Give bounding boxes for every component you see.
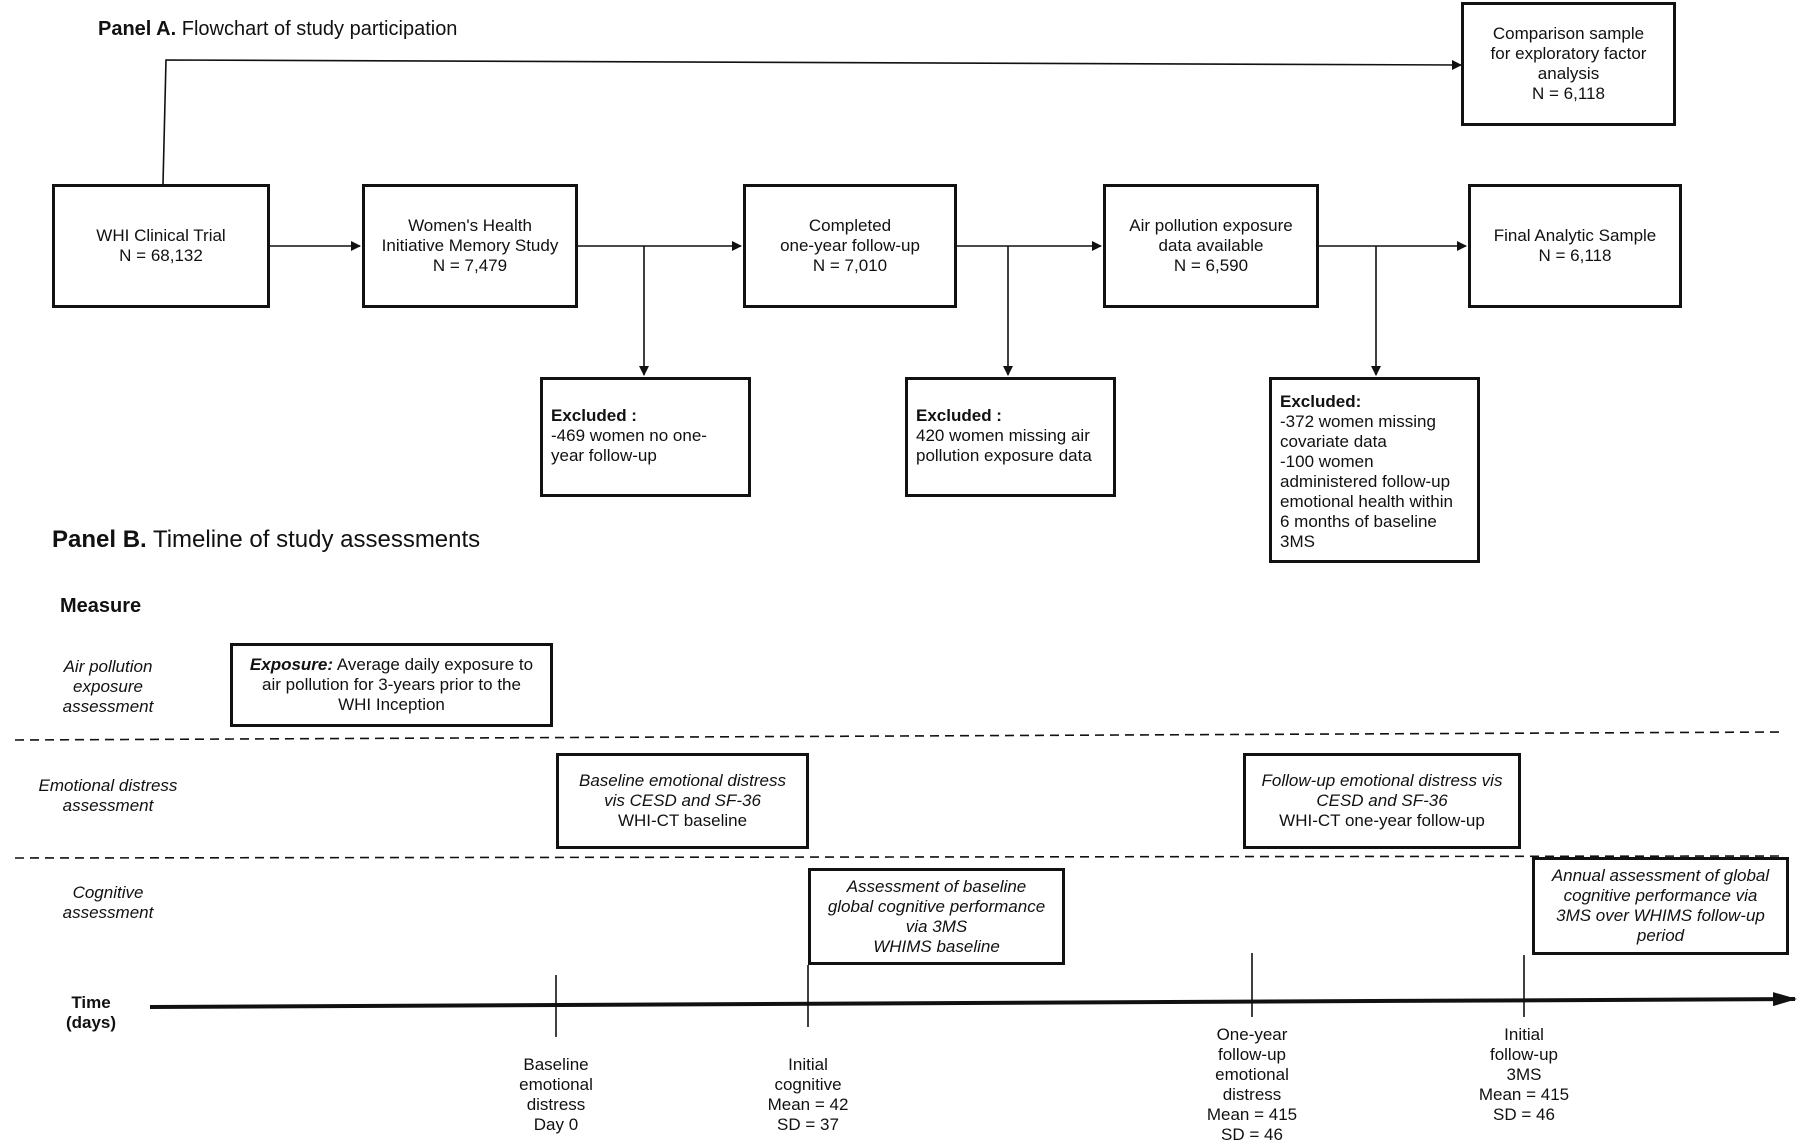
time-axis	[149, 992, 1797, 1009]
dashed-separator-1	[14, 731, 1786, 741]
excluded-box-1: Excluded : -469 women no one- year follo…	[540, 377, 751, 497]
row-label-air-pollution: Air pollution exposure assessment	[62, 657, 154, 716]
dashed-separator-2	[14, 855, 1786, 859]
completed-followup-box: Completed one-year follow-up N = 7,010	[743, 184, 957, 308]
tick-label-baseline: Baseline emotional distress Day 0	[519, 1055, 593, 1134]
tick-label-initial-followup: Initial follow-up 3MS Mean = 415 SD = 46	[1478, 1025, 1570, 1124]
baseline-emotional-box: Baseline emotional distress vis CESD and…	[556, 753, 809, 849]
tick-label-one-year: One-year follow-up emotional distress Me…	[1206, 1025, 1298, 1144]
row-label-cognitive: Cognitive assessment	[62, 883, 154, 922]
panel-b-title: Panel B. Timeline of study assessments	[52, 526, 481, 553]
final-analytic-sample-box: Final Analytic Sample N = 6,118	[1468, 184, 1682, 308]
annual-cognitive-box: Annual assessment of global cognitive pe…	[1532, 857, 1789, 955]
measure-header: Measure	[60, 595, 142, 617]
excluded-box-2: Excluded : 420 women missing air polluti…	[905, 377, 1116, 497]
arrow-to-comparison	[162, 59, 1462, 185]
followup-emotional-box: Follow-up emotional distress vis CESD an…	[1243, 753, 1521, 849]
panel-a-title: Panel A. Flowchart of study participatio…	[98, 18, 458, 40]
exposure-box: Exposure: Average daily exposure to air …	[230, 643, 553, 727]
tick-label-initial-cognitive: Initial cognitive Mean = 42 SD = 37	[767, 1055, 849, 1134]
whims-box: Women's Health Initiative Memory Study N…	[362, 184, 578, 308]
baseline-cognitive-box: Assessment of baseline global cognitive …	[808, 868, 1065, 965]
time-axis-label: Time (days)	[65, 993, 117, 1032]
air-pollution-data-box: Air pollution exposure data available N …	[1103, 184, 1319, 308]
whi-clinical-trial-box: WHI Clinical Trial N = 68,132	[52, 184, 270, 308]
comparison-sample-box: Comparison sample for exploratory factor…	[1461, 2, 1676, 126]
row-label-emotional-distress: Emotional distress assessment	[38, 776, 178, 815]
excluded-box-3: Excluded: -372 women missing covariate d…	[1269, 377, 1480, 563]
